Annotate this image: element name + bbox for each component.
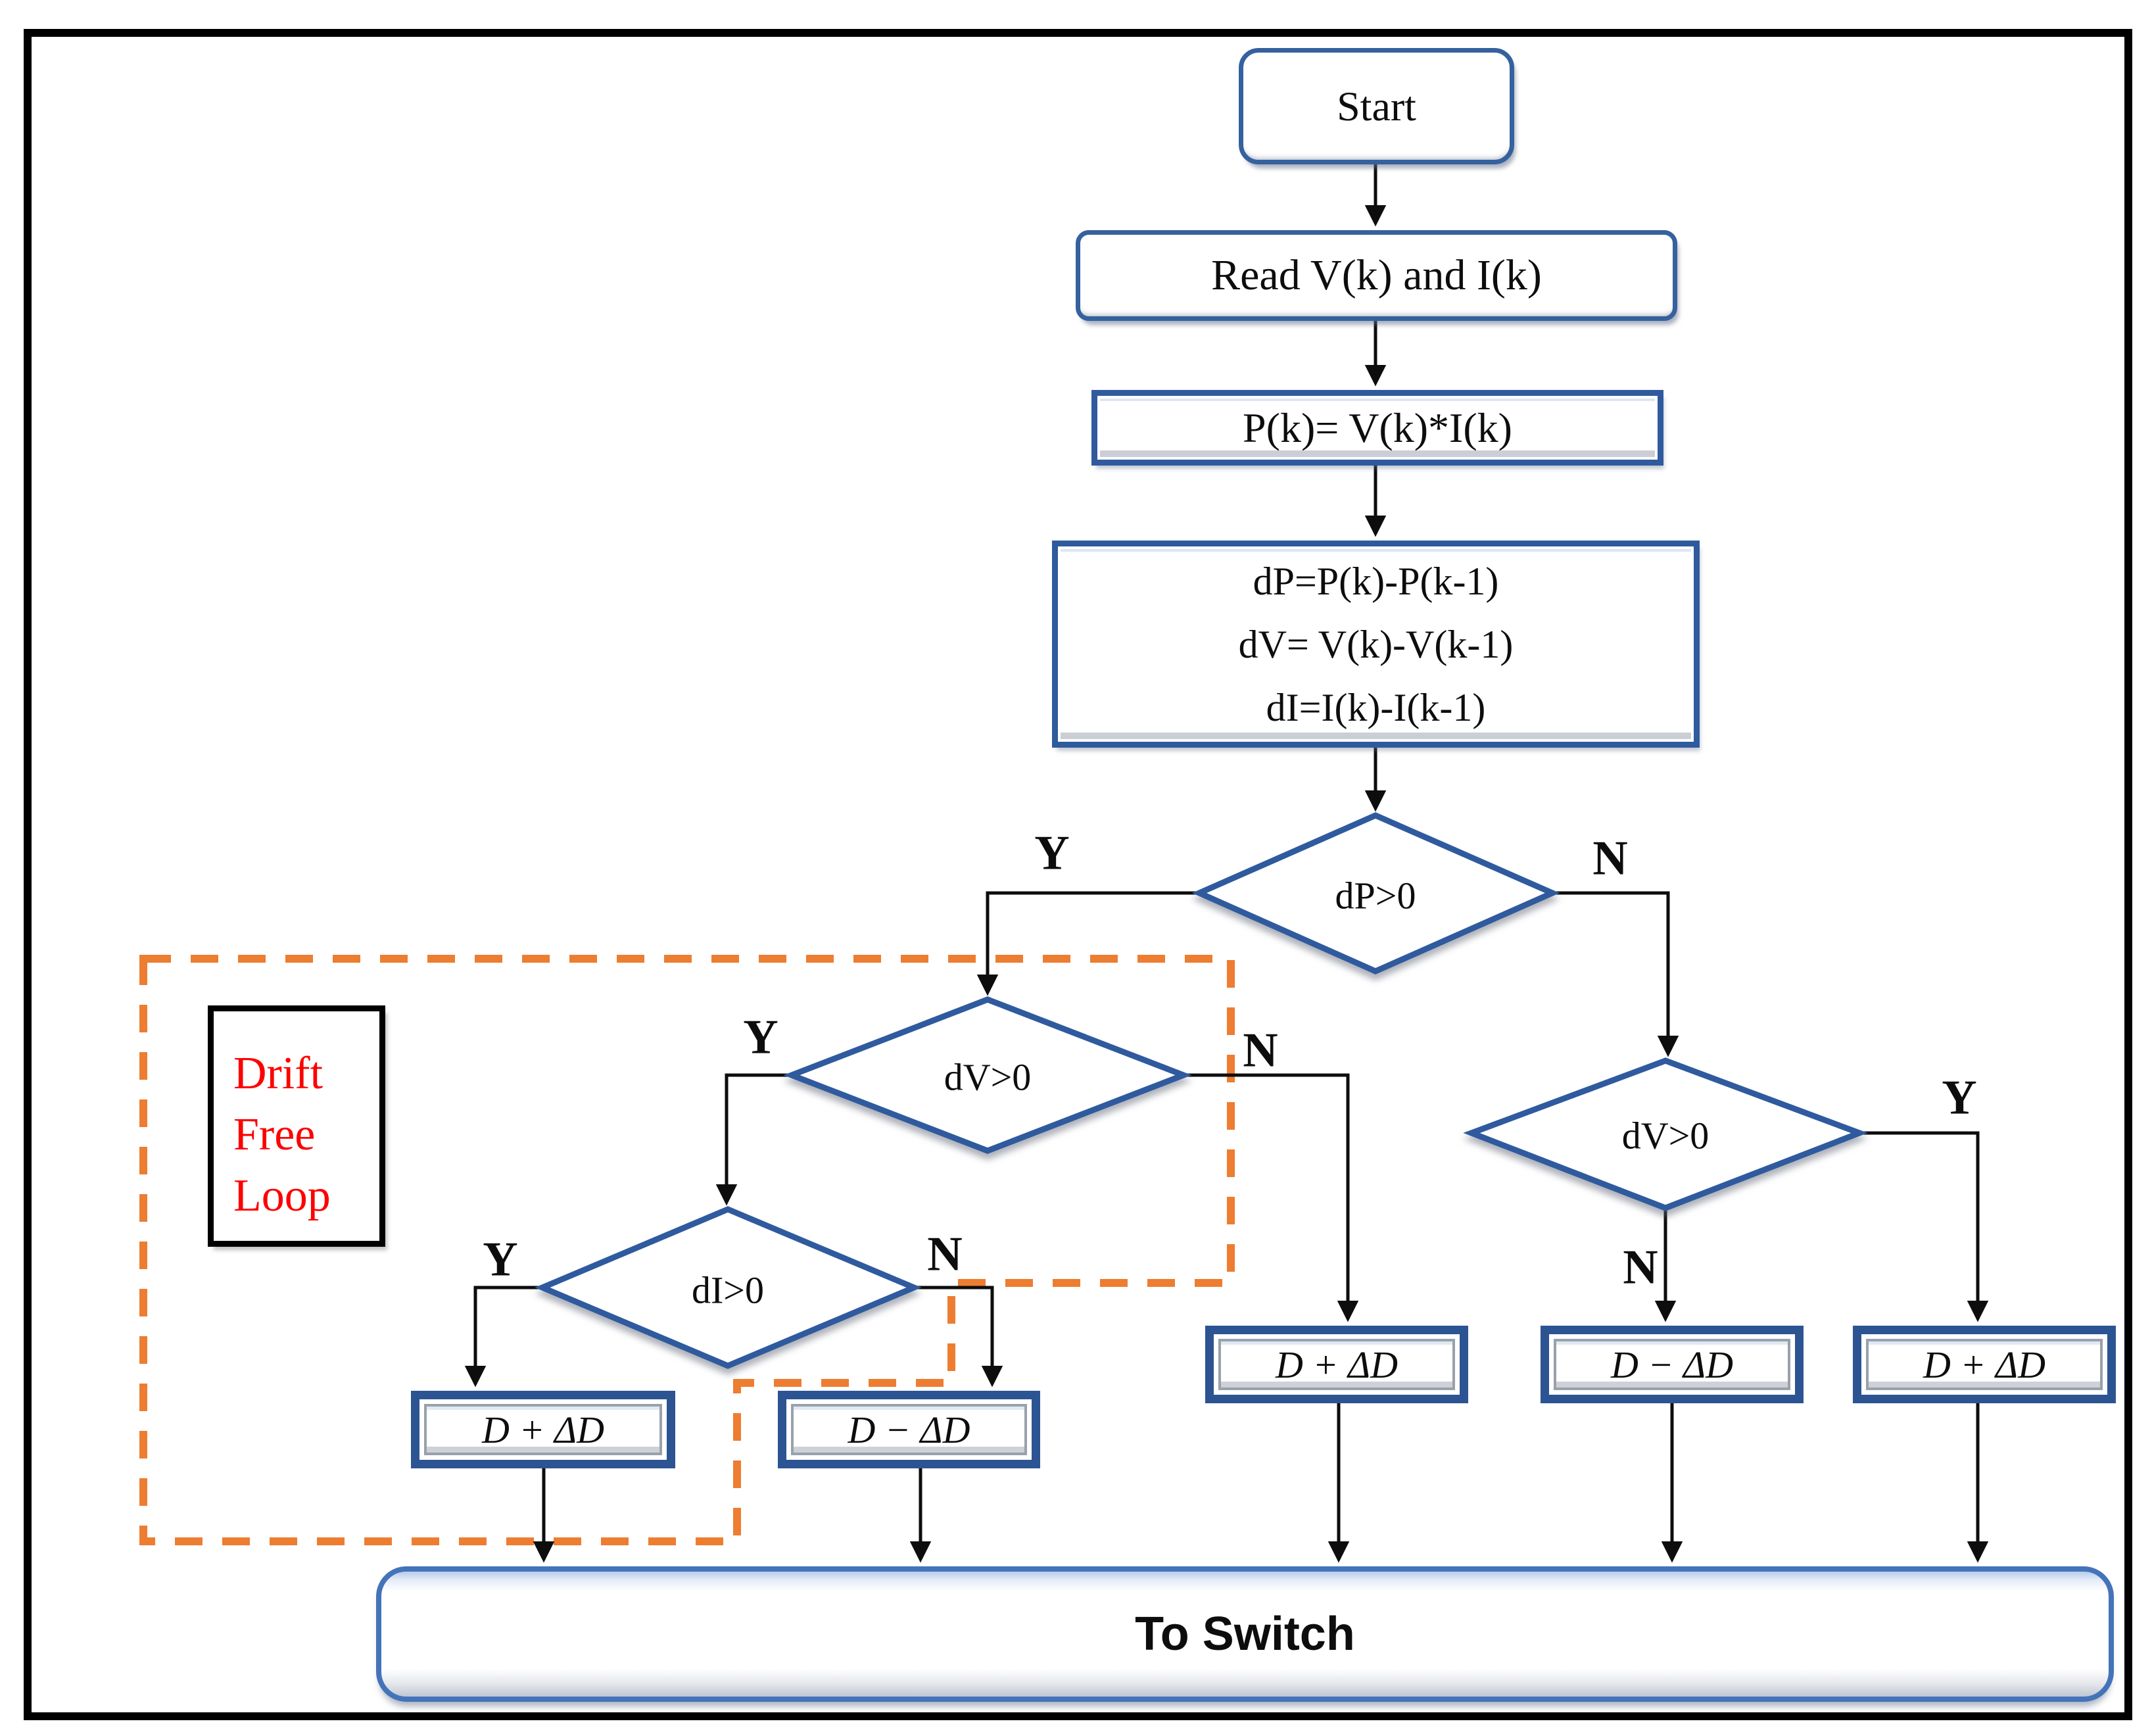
delta-line-di: dI=I(k)-I(k-1)	[1266, 685, 1486, 729]
decision-dv-right-diamond	[1463, 1057, 1868, 1211]
dp-yes-label: Y	[1034, 826, 1070, 880]
deltas-node: dP=P(k)-P(k-1) dV= V(k)-V(k-1) dI=I(k)-I…	[1052, 541, 1700, 748]
delta-line-dp: dP=P(k)-P(k-1)	[1253, 559, 1499, 603]
read-node: Read V(k) and I(k)	[1076, 230, 1677, 321]
dp-no-label: N	[1592, 831, 1628, 886]
drift-line-2: Free	[233, 1109, 316, 1160]
dv-right-no-label: N	[1623, 1240, 1658, 1295]
edge-dvleft-yes	[715, 1073, 792, 1206]
edge-dp-no	[1552, 891, 1679, 1057]
drift-line-1: Drift	[233, 1048, 323, 1099]
di-no-label: N	[927, 1227, 963, 1282]
dv-right-yes-label: Y	[1942, 1071, 1977, 1125]
action-dv-left-no: D + ΔD	[1205, 1326, 1468, 1403]
dv-left-no-label: N	[1243, 1023, 1278, 1078]
decision-dv-left-label: dV>0	[944, 1055, 1032, 1099]
edge-dp-yes	[976, 891, 1199, 996]
edge-dvleft-no	[1184, 1073, 1359, 1322]
decision-di-label: dI>0	[691, 1268, 765, 1312]
dv-left-yes-label: Y	[743, 1010, 778, 1065]
decision-dp-label: dP>0	[1335, 874, 1416, 917]
di-yes-label: Y	[483, 1232, 518, 1287]
drift-line-3: Loop	[233, 1170, 331, 1221]
drift-free-loop-box: Drift Free Loop	[208, 1005, 385, 1247]
power-node: P(k)= V(k)*I(k)	[1091, 390, 1663, 466]
outer-border	[24, 29, 2132, 1720]
drift-loop-boundary	[139, 955, 1235, 1545]
edge-dvright-yes	[1859, 1131, 1989, 1322]
to-switch-node: To Switch	[376, 1566, 2114, 1702]
edge-di-no	[914, 1286, 1003, 1387]
decision-dp-diamond	[1191, 812, 1560, 975]
action-dv-right-no: D − ΔD	[1541, 1326, 1804, 1403]
decision-dv-left-diamond	[783, 996, 1192, 1154]
action-di-no: D − ΔD	[778, 1391, 1040, 1468]
edge-di-yes	[464, 1286, 542, 1387]
decision-dv-right-label: dV>0	[1621, 1114, 1710, 1157]
action-di-yes: D + ΔD	[411, 1391, 675, 1468]
delta-line-dv: dV= V(k)-V(k-1)	[1238, 622, 1514, 666]
decision-di-diamond	[535, 1206, 922, 1369]
action-dv-right-yes: D + ΔD	[1853, 1326, 2116, 1403]
start-node: Start	[1239, 48, 1514, 164]
